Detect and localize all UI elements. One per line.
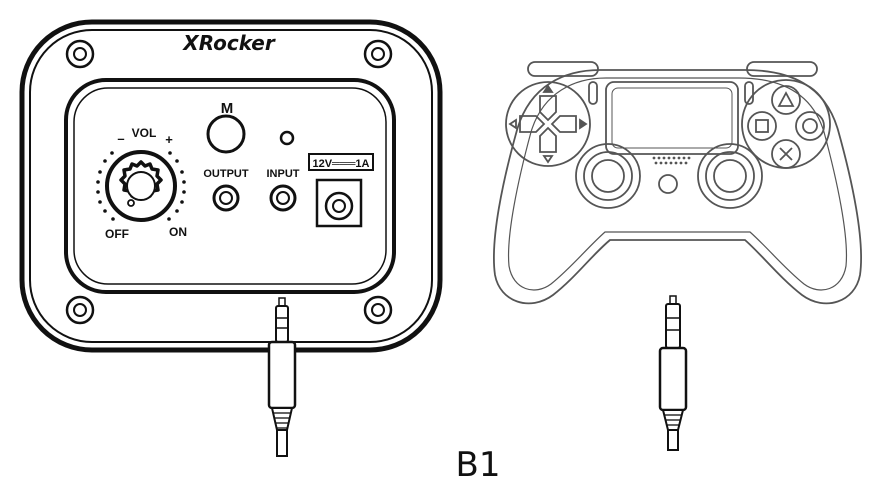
screw-icon (65, 295, 95, 325)
power-rating-label: 12V═══1A (312, 158, 369, 170)
right-thumbstick-icon (697, 143, 763, 209)
mode-button[interactable] (206, 114, 246, 154)
square-button-icon (747, 111, 777, 141)
cross-button-icon (771, 139, 801, 169)
off-label: OFF (105, 227, 129, 241)
input-jack[interactable] (269, 184, 297, 212)
output-jack[interactable] (212, 184, 240, 212)
speaker-icon (652, 156, 691, 165)
figure-label: B1 (456, 445, 501, 485)
home-button-icon (658, 174, 678, 194)
left-thumbstick-icon (575, 143, 641, 209)
triangle-button-icon (771, 85, 801, 115)
screw-icon (363, 295, 393, 325)
indicator-led (279, 130, 295, 146)
screw-icon (65, 39, 95, 69)
touchpad-icon (605, 81, 739, 155)
game-controller (493, 61, 862, 305)
mode-label: M (221, 100, 234, 117)
power-socket[interactable] (315, 178, 363, 228)
volume-plus-label: + (165, 132, 173, 147)
volume-scale (96, 151, 186, 221)
audio-plug-controller (658, 295, 688, 451)
input-label: INPUT (267, 168, 300, 180)
brand-logo: XRocker (181, 31, 276, 55)
action-buttons (741, 79, 831, 169)
screw-icon (363, 39, 393, 69)
audio-cable-panel (267, 297, 297, 457)
on-label: ON (169, 225, 187, 239)
dpad-icon (505, 81, 591, 167)
volume-minus-label: – (117, 131, 124, 146)
output-label: OUTPUT (203, 168, 249, 180)
volume-label: VOL (132, 126, 157, 140)
circle-button-icon (795, 111, 825, 141)
control-panel: XRocker M – VOL + OFF O (19, 19, 443, 353)
volume-knob[interactable] (105, 150, 177, 222)
